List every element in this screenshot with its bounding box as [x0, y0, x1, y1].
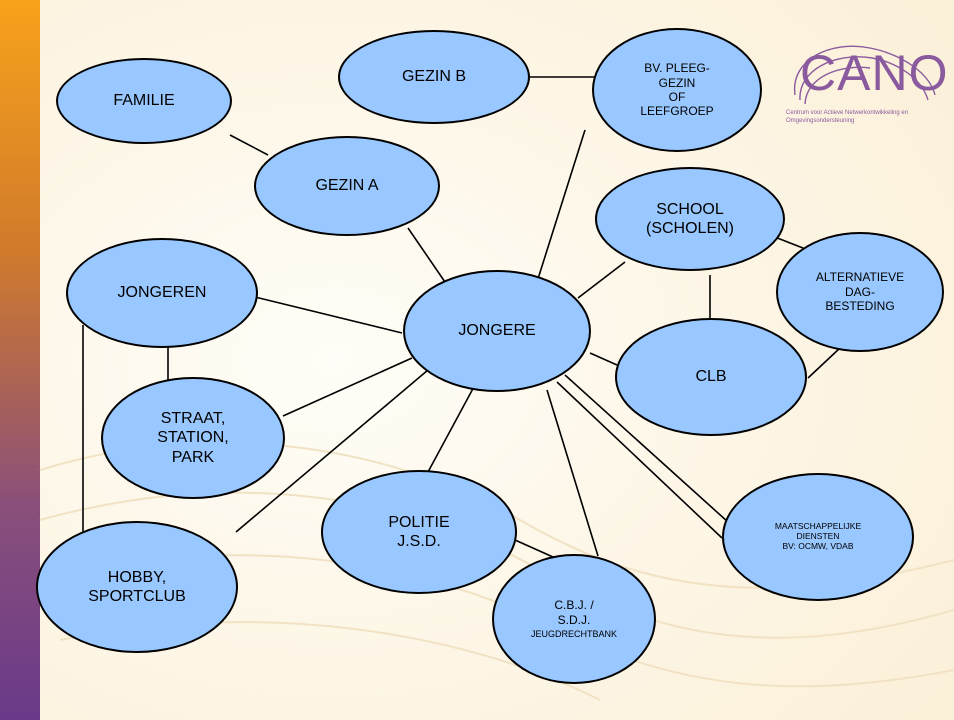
node-politie: POLITIE J.S.D. [321, 470, 517, 594]
node-jongeren: JONGEREN [66, 238, 258, 348]
edge-jongere-maatschappelijke-2 [556, 381, 723, 539]
edge-pleeggezin-jongere [536, 129, 586, 283]
edge-politie-cbj [514, 539, 554, 558]
node-alternatieve-label: ALTERNATIEVE DAG- BESTEDING [815, 270, 905, 314]
node-straat-label: STRAAT, STATION, PARK [157, 410, 229, 466]
node-alternatieve-dagbesteding: ALTERNATIEVE DAG- BESTEDING [776, 232, 944, 352]
node-maatschappelijke-label: MAATSCHAPPELIJKE DIENSTEN BV: OCMW, VDAB [774, 521, 862, 551]
node-hobby-label: HOBBY, SPORTCLUB [88, 568, 186, 605]
edge-politie-jongere [427, 382, 477, 473]
logo-title: CANO [800, 45, 949, 101]
edge-familie-gezin-a [229, 134, 269, 156]
node-gezin-a: GEZIN A [254, 136, 440, 236]
node-jongere: JONGERE [403, 270, 591, 392]
node-jongeren-label: JONGEREN [117, 284, 207, 302]
node-cbj-sublabel: JEUGDRECHTBANK [530, 628, 617, 639]
node-maatschappelijke-diensten: MAATSCHAPPELIJKE DIENSTEN BV: OCMW, VDAB [722, 473, 914, 601]
node-politie-label: POLITIE J.S.D. [388, 513, 450, 550]
node-cbj: C.B.J. / S.D.J. JEUGDRECHTBANK [492, 554, 656, 684]
node-straat: STRAAT, STATION, PARK [101, 377, 285, 499]
node-clb-label: CLB [695, 368, 727, 386]
node-gezin-b-label: GEZIN B [401, 68, 466, 86]
edge-jongere-clb [589, 352, 618, 366]
edge-jongeren-jongere [254, 296, 403, 334]
node-gezin-b: GEZIN B [338, 30, 530, 124]
edge-school-jongere [577, 261, 626, 299]
node-familie-label: FAMILIE [113, 92, 175, 110]
node-hobby: HOBBY, SPORTCLUB [36, 521, 238, 653]
cano-logo-mark [794, 45, 936, 105]
node-clb: CLB [615, 318, 807, 436]
node-cbj-label: C.B.J. / S.D.J. [554, 598, 594, 627]
edge-alternatieve-clb [807, 347, 841, 379]
edge-hobby-jongere [235, 369, 429, 533]
accent-bar [0, 0, 40, 720]
node-pleeggezin-label: BV. PLEEG- GEZIN OF LEEFGROEP [640, 61, 714, 119]
edge-gezin-a-jongere [407, 227, 446, 283]
connector-lines [82, 76, 841, 558]
logo-subtitle: Centrum voor Actieve Netwerkontwikkeling… [786, 110, 909, 124]
node-school: SCHOOL (SCHOLEN) [595, 167, 785, 271]
node-familie: FAMILIE [56, 58, 232, 144]
node-school-label: SCHOOL (SCHOLEN) [645, 200, 734, 237]
node-pleeggezin: BV. PLEEG- GEZIN OF LEEFGROEP [592, 28, 762, 152]
edge-jongere-maatschappelijke-1 [564, 374, 729, 523]
edge-straat-jongere [282, 357, 413, 417]
node-gezin-a-label: GEZIN A [315, 177, 379, 195]
node-jongere-label: JONGERE [458, 322, 536, 340]
edge-jongere-cbj [546, 389, 599, 557]
